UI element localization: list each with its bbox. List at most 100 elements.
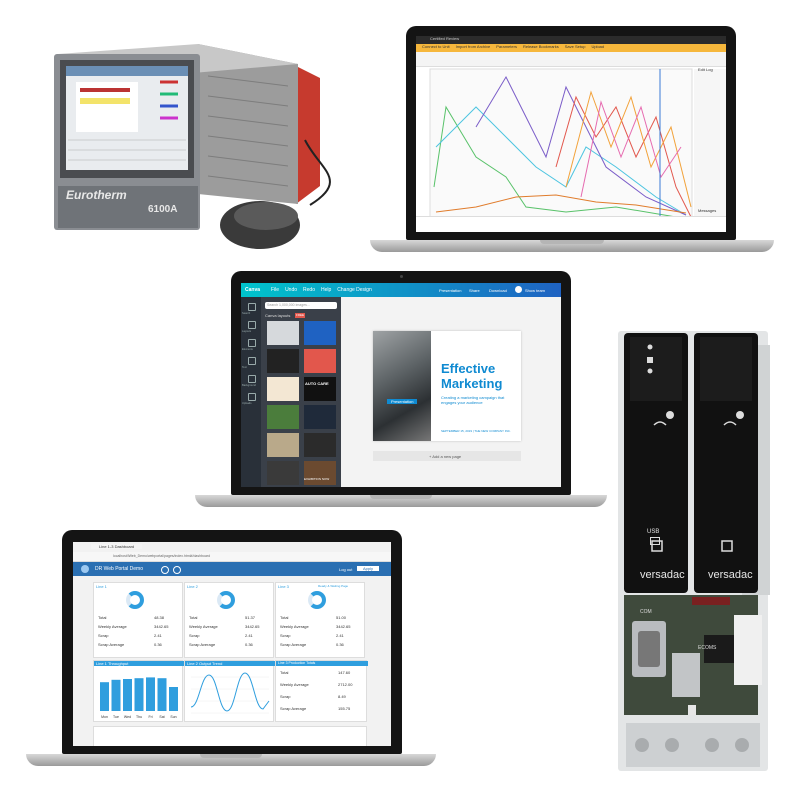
card-stat-value: 0.36 [336,642,344,647]
doc-name[interactable]: Presentation [439,288,462,293]
chart-app-window: Certified Review Connect to Unit Import f… [416,36,726,232]
sidebar-label: Text [242,366,247,369]
slide[interactable]: Presentation Effective Marketing Creatin… [373,331,521,441]
slide-heading-1: Effective [441,361,496,376]
com-label: COM [640,609,652,615]
settings-icon[interactable] [161,566,169,574]
toolbar-item[interactable]: Upload [591,44,605,49]
sidebar-item[interactable]: Background [241,373,261,389]
sidebar-item[interactable]: Elements [241,337,261,353]
bar [123,679,132,711]
bar [111,679,121,711]
slide-subtitle: Creating a marketing campaign that engag… [441,395,505,405]
sidebar-item[interactable]: Layouts [241,319,261,335]
browser-tab[interactable]: Line 1-3 Dashboard [91,544,143,549]
app-toolbar: Connect to Unit Import from Archive Parame… [416,44,726,52]
stat-label: Total [280,670,289,675]
bar-day-label: Fri [148,715,152,719]
add-page-button[interactable]: + Add a new page [373,451,521,461]
show-team-button[interactable]: Show team [525,288,546,293]
refresh-icon[interactable] [173,566,181,574]
donut-icon [126,591,144,609]
toolbar-item[interactable]: Save Setup [564,44,586,49]
sidebar-icon [248,321,256,329]
bar [100,682,109,711]
donut-icon [217,591,235,609]
layout-thumbnail[interactable] [267,349,299,373]
layout-thumbnail[interactable] [304,349,336,373]
layout-thumbnail[interactable] [267,433,299,457]
layout-thumbnail[interactable] [267,405,299,429]
toolbar-item[interactable]: Parameters [496,44,517,49]
download-button[interactable]: Download [489,288,507,293]
sidebar-icon [248,393,256,401]
menu-item[interactable]: Redo [303,287,315,293]
dashboard-title: DR Web Portal Demo [95,566,143,572]
sidebar-icon [248,357,256,365]
bar-day-label: Sat [159,715,164,719]
layout-thumbnail[interactable] [267,461,299,485]
dashboard-header: DR Web Portal Demo Log out Apply [73,562,391,576]
card-stat-value: 51.37 [245,615,256,620]
card-stat-label: Weekly Average [280,624,309,629]
layout-thumbnail[interactable] [267,377,299,401]
card-stat-value: 51.00 [336,615,347,620]
wave-chart-title: Line 2 Output Trend [185,661,275,666]
card-stat-value: 2.41 [336,633,344,638]
card-title: Line 2 [187,584,198,589]
window-title: Certified Review [430,36,460,41]
canva-logo[interactable]: Canva [245,287,261,293]
layout-thumbnail[interactable] [304,461,336,485]
donut-icon [308,591,326,609]
card-stat-label: Weekly Average [189,624,218,629]
usb-label: USB [647,529,660,535]
layout-thumbnail[interactable] [304,433,336,457]
sidebar-icon [248,303,256,311]
apply-button[interactable]: Apply [357,566,380,571]
messages-label: Messages [698,208,717,213]
bar-day-label: Sun [170,715,176,719]
sidebar-label: Search [242,312,251,315]
free-badge: FREE [295,313,306,318]
card-stat-value: 3442.65 [245,624,260,629]
card-title: Line 1 [96,584,107,589]
chart-recorder: Eurotherm 6100A [48,36,348,236]
layout-thumbnail[interactable] [304,321,336,345]
toolbar-item[interactable]: Connect to Unit [422,44,450,49]
layout-thumbnail[interactable] [304,377,336,401]
bar [146,677,155,711]
menu-item[interactable]: Help [320,287,332,293]
card-stat-label: Weekly Average [98,624,127,629]
menu-item[interactable]: Change Design [337,287,372,293]
bar [157,678,167,711]
bar [169,687,178,711]
menu-item[interactable]: Undo [285,287,298,293]
sidebar-icon [248,375,256,383]
sidebar-item[interactable]: Uploads [241,391,261,407]
sidebar-label: Uploads [242,402,252,405]
layout-thumbnail[interactable] [304,405,336,429]
layout-thumbnail[interactable] [267,321,299,345]
url-bar[interactable]: localhost/iWeb_Demo/webportal/pages/inde… [113,554,211,558]
card-link[interactable]: Ready & Waiting Page [318,584,349,588]
sidebar-item[interactable]: Text [241,355,261,371]
avatar[interactable] [515,286,522,293]
sidebar-item[interactable]: Search [241,301,261,317]
card-stat-value: 3442.65 [154,624,169,629]
versadac-label-left: versadac [640,569,685,581]
logout-button[interactable]: Log out [339,567,353,572]
share-button[interactable]: Share [469,288,480,293]
search-input[interactable]: Search 1,000,000 images... [265,302,337,309]
card-stat-value: 2.41 [245,633,253,638]
recorder-model: 6100A [148,204,178,215]
bar-day-label: Mon [101,715,108,719]
toolbar-item[interactable]: Import from Archive [455,44,491,49]
slide-tag: Presentation [387,399,418,404]
toolbar-item[interactable]: Release Bookmarks [522,44,559,49]
menu-item[interactable]: File [271,287,280,293]
wave-chart-panel: Line 2 Output Trend [184,660,275,722]
